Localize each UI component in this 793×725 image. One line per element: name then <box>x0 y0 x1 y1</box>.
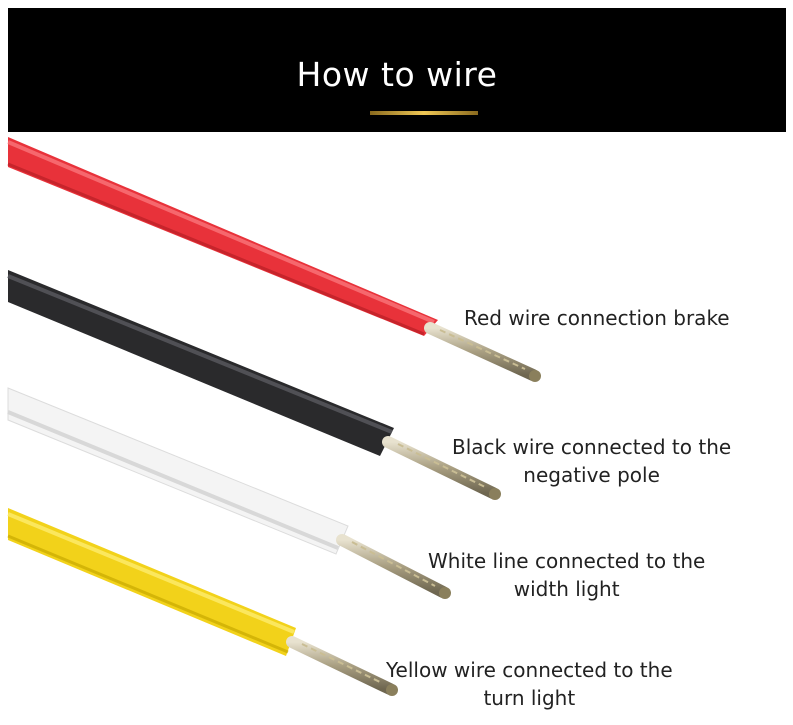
header-banner: How to wire <box>8 8 786 132</box>
black-wire-label: Black wire connected to the negative pol… <box>452 433 731 489</box>
red-wire-terminal <box>424 322 539 381</box>
yellow-wire <box>7 508 398 696</box>
white-wire-label: White line connected to the width light <box>428 547 705 603</box>
page-title: How to wire <box>296 55 498 94</box>
yellow-wire-label-line2: turn light <box>483 686 576 710</box>
white-wire-terminal <box>336 534 449 598</box>
title-underline <box>370 111 478 115</box>
black-wire-terminal <box>382 436 499 499</box>
red-wire-label-line: Red wire connection brake <box>464 306 730 330</box>
black-wire-label-line2: negative pole <box>523 463 660 487</box>
black-wire-label-line1: Black wire connected to the <box>452 435 732 459</box>
white-wire-label-line1: White line connected to the <box>428 549 706 573</box>
yellow-wire-label: Yellow wire connected to the turn light <box>386 656 673 712</box>
black-wire <box>7 270 501 500</box>
yellow-wire-terminal <box>286 636 396 695</box>
red-wire <box>7 137 541 382</box>
white-wire-label-line2: width light <box>513 577 620 601</box>
yellow-wire-label-line1: Yellow wire connected to the <box>386 658 673 682</box>
red-wire-label: Red wire connection brake <box>464 304 730 332</box>
white-wire <box>7 387 451 599</box>
